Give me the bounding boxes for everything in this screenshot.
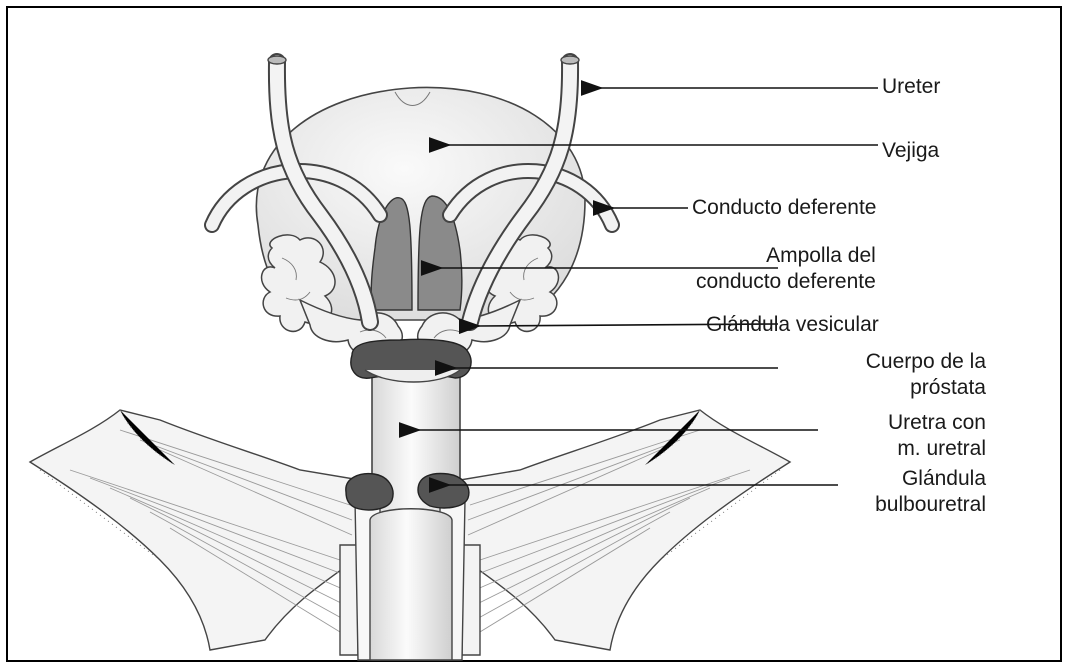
label-ureter: Ureter <box>882 74 940 100</box>
label-conducto-deferente: Conducto deferente <box>692 195 876 221</box>
label-vejiga: Vejiga <box>882 138 939 164</box>
label-bulbouretral: Glándula bulbouretral <box>834 466 986 518</box>
label-ampolla: Ampolla del conducto deferente <box>696 243 876 295</box>
prostate <box>351 339 471 382</box>
label-glandula-vesicular: Glándula vesicular <box>706 312 879 338</box>
label-prostata: Cuerpo de la próstata <box>794 349 986 401</box>
label-uretra: Uretra con m. uretral <box>834 410 986 462</box>
